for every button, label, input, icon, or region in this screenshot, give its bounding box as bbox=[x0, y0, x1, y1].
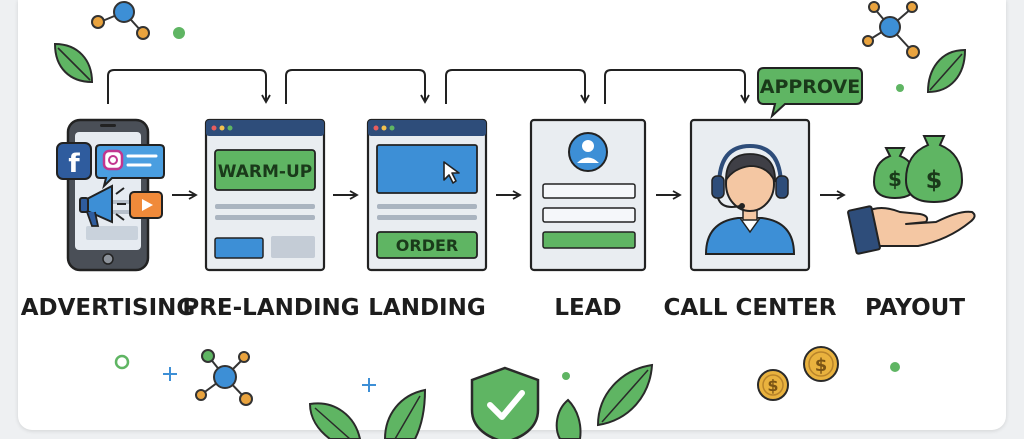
svg-text:$: $ bbox=[815, 355, 828, 376]
money-bags-hand-icon: $ $ bbox=[847, 135, 976, 255]
svg-text:$: $ bbox=[926, 166, 943, 194]
connector-prelanding-landing bbox=[285, 69, 430, 104]
leaf-icon-top-left bbox=[53, 42, 94, 84]
approve-bubble: APPROVE bbox=[757, 67, 863, 120]
order-button bbox=[376, 231, 478, 259]
cursor-icon bbox=[443, 161, 460, 184]
lead-form-card bbox=[529, 118, 647, 272]
lead-submit bbox=[542, 231, 636, 249]
svg-text:$: $ bbox=[888, 167, 902, 191]
step-label-callcenter: CALL CENTER bbox=[664, 295, 837, 321]
decor-dot bbox=[896, 84, 904, 92]
approve-text: APPROVE bbox=[760, 76, 861, 98]
warm-up-banner bbox=[214, 149, 316, 191]
leaves-icon-bottom-center-left bbox=[308, 388, 427, 439]
call-center-card bbox=[689, 118, 811, 272]
molecule-icon-top-left bbox=[91, 1, 150, 40]
plus-icon bbox=[362, 378, 376, 392]
order-text: ORDER bbox=[396, 236, 458, 255]
landing-browser-window: ORDER bbox=[366, 118, 488, 272]
prelanding-browser-window: WARM-UP bbox=[204, 118, 326, 272]
step-label-lead: LEAD bbox=[554, 295, 621, 321]
molecule-icon-top-right bbox=[862, 1, 920, 59]
decor-dot bbox=[562, 372, 570, 380]
lead-field-1 bbox=[542, 183, 636, 199]
warm-up-text: WARM-UP bbox=[218, 162, 312, 182]
step-label-advertising: ADVERTISING bbox=[21, 295, 196, 321]
decor-dot bbox=[173, 27, 185, 39]
connector-landing-lead bbox=[445, 69, 590, 104]
step-label-payout: PAYOUT bbox=[865, 295, 965, 321]
facebook-icon: f bbox=[56, 142, 92, 180]
operator-headset-icon bbox=[704, 143, 796, 255]
decor-ring bbox=[114, 354, 130, 370]
shield-check-icon bbox=[470, 366, 540, 439]
connector-lead-callcenter bbox=[604, 69, 750, 104]
lead-field-2 bbox=[542, 207, 636, 223]
coins-icon: $ $ bbox=[757, 346, 839, 401]
svg-text:$: $ bbox=[767, 376, 778, 395]
video-play-icon bbox=[129, 191, 163, 219]
molecule-icon-bottom-left bbox=[195, 349, 253, 406]
plus-icon bbox=[163, 367, 177, 381]
connector-advertising-prelanding bbox=[107, 69, 271, 104]
megaphone-icon bbox=[79, 184, 126, 227]
leaves-icon-bottom-center-right bbox=[555, 363, 654, 439]
step-label-prelanding: PRE-LANDING bbox=[182, 295, 359, 321]
svg-text:f: f bbox=[68, 149, 80, 179]
chat-bubble-instagram-icon bbox=[95, 144, 165, 190]
leaf-icon-top-right bbox=[926, 48, 967, 94]
step-label-landing: LANDING bbox=[368, 295, 485, 321]
decor-dot bbox=[890, 362, 900, 372]
